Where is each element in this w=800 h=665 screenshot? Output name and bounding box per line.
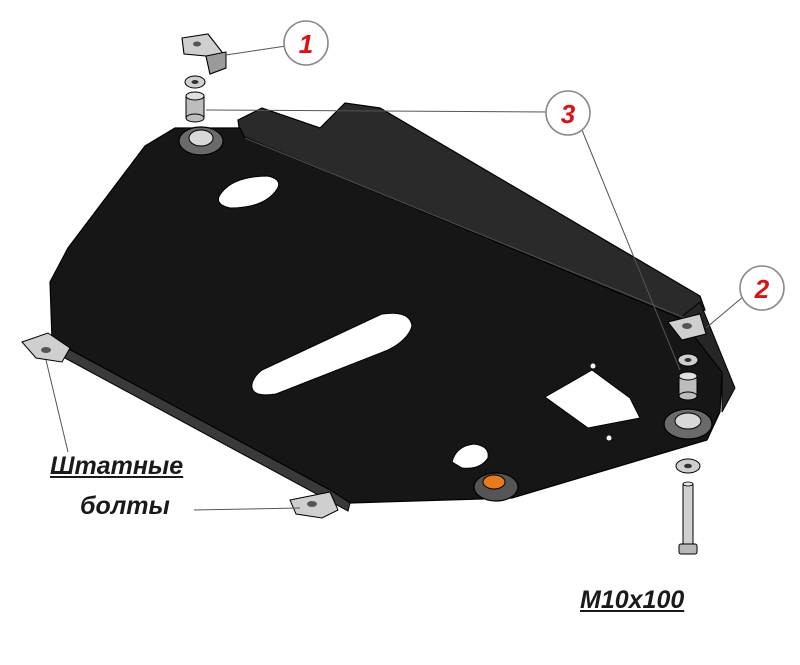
standard-bolts-label-line2: болты — [80, 492, 170, 520]
slot-square — [544, 369, 641, 429]
spacer-top-left — [185, 91, 205, 123]
leader-1 — [225, 45, 287, 56]
slot-center — [251, 312, 413, 396]
hole-small-2 — [606, 435, 612, 441]
slot-upper — [217, 175, 280, 209]
spacer-right — [678, 371, 698, 401]
leader-3a — [205, 109, 549, 113]
washer-top-left — [184, 75, 206, 89]
callout-3: 3 — [545, 90, 591, 136]
callout-1-number: 1 — [299, 29, 313, 59]
washer-right-lower — [675, 458, 701, 474]
leader-3b — [581, 129, 681, 371]
hole-small-1 — [590, 363, 596, 369]
callout-2: 2 — [739, 265, 785, 311]
mount-boss-front — [473, 472, 519, 502]
leader-standard-bolts-a — [45, 359, 69, 453]
leader-standard-bolts-b — [193, 507, 301, 511]
mount-boss-right — [663, 408, 713, 440]
tab-bottom-hole — [307, 501, 317, 507]
tab-left-hole — [41, 347, 51, 353]
leader-2 — [705, 295, 745, 329]
bolt-m10x100 — [678, 481, 698, 555]
slot-lower — [451, 443, 489, 469]
washer-right-upper — [677, 353, 699, 367]
mount-boss-top-left — [178, 126, 224, 156]
callout-1: 1 — [283, 20, 329, 66]
tab-right-hole — [682, 323, 692, 329]
plate-bend-line — [244, 137, 691, 321]
bracket-part — [181, 33, 227, 75]
bolt-spec-label: M10x100 — [580, 586, 685, 614]
callout-2-number: 2 — [754, 274, 770, 304]
callout-3-number: 3 — [561, 99, 576, 129]
standard-bolts-label-line1: Штатные — [50, 452, 184, 480]
skid-plate — [21, 102, 736, 519]
